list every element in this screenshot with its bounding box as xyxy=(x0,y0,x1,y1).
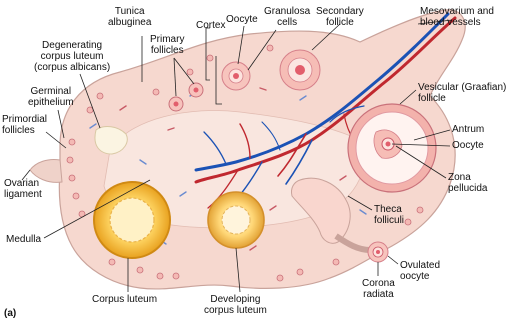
corpus-albicans xyxy=(95,127,127,154)
corpus-luteum xyxy=(94,182,170,258)
label-vesicular-follicle: Vesicular (Graafian)follicle xyxy=(418,82,506,104)
label-corpus-luteum: Corpus luteum xyxy=(92,294,157,305)
label-oocyte-top: Oocyte xyxy=(226,14,258,25)
label-antrum: Antrum xyxy=(452,124,484,135)
label-medulla: Medulla xyxy=(6,234,41,245)
panel-label: (a) xyxy=(4,308,16,319)
developing-corpus-luteum xyxy=(208,192,264,248)
label-oocyte-right: Oocyte xyxy=(452,140,484,151)
graafian-follicle xyxy=(348,104,436,192)
secondary-follicle xyxy=(280,50,320,90)
label-cortex: Cortex xyxy=(196,20,225,31)
oocyte-follicle-top xyxy=(222,62,250,90)
